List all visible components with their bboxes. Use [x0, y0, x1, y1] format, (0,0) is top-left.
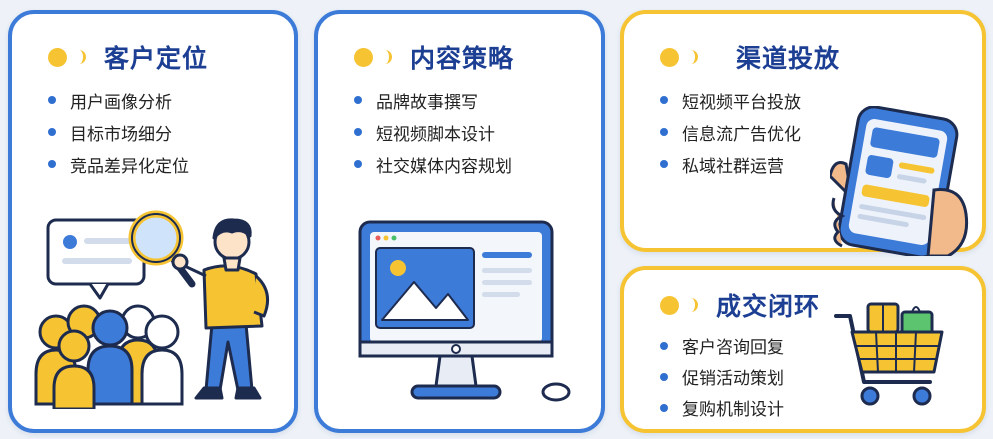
list-item: 目标市场细分	[48, 116, 189, 148]
list-item-text: 目标市场细分	[70, 124, 172, 145]
bullet-icon	[660, 341, 668, 350]
list-item: 复购机制设计	[660, 392, 784, 423]
bullet-icon	[48, 160, 56, 168]
bullet-icon	[660, 96, 668, 104]
list-item: 信息流广告优化	[660, 116, 801, 148]
list-item-text: 短视频平台投放	[682, 92, 801, 113]
list-item: 促销活动策划	[660, 361, 784, 392]
bullet-icon	[354, 128, 362, 136]
desktop-monitor-icon	[358, 220, 571, 402]
card-title: 内容策略	[410, 44, 515, 73]
list-item-text: 信息流广告优化	[682, 124, 801, 145]
title-crescent-icon	[687, 298, 698, 312]
people-with-magnifier-icon	[34, 210, 270, 409]
bullet-icon	[354, 96, 362, 104]
list-item-text: 复购机制设计	[682, 400, 784, 420]
bullet-icon	[354, 160, 362, 168]
title-crescent-icon	[381, 50, 392, 64]
item-list: 用户画像分析 目标市场细分 竞品差异化定位	[48, 84, 189, 180]
bullet-icon	[48, 128, 56, 136]
list-item: 短视频脚本设计	[354, 116, 512, 148]
list-item-text: 竞品差异化定位	[70, 156, 189, 177]
list-item-text: 品牌故事撰写	[376, 92, 478, 113]
title-crescent-icon	[687, 50, 698, 64]
card-title: 成交闭环	[716, 292, 821, 321]
title-dot-icon	[48, 47, 67, 67]
item-list: 品牌故事撰写 短视频脚本设计 社交媒体内容规划	[354, 84, 512, 180]
title-crescent-icon	[75, 50, 86, 64]
shopping-cart-icon	[834, 302, 944, 406]
list-item-text: 促销活动策划	[682, 369, 784, 389]
list-item: 客户咨询回复	[660, 330, 784, 361]
list-item: 用户画像分析	[48, 84, 189, 116]
card-header: 成交闭环	[660, 288, 820, 322]
card-header: 内容策略	[354, 40, 514, 74]
bullet-icon	[660, 372, 668, 381]
list-item-text: 客户咨询回复	[682, 338, 784, 358]
bullet-icon	[660, 403, 668, 412]
list-item-text: 短视频脚本设计	[376, 124, 495, 145]
item-list: 短视频平台投放 信息流广告优化 私域社群运营	[660, 84, 801, 180]
bullet-icon	[660, 128, 668, 136]
card-header: 客户定位	[48, 40, 208, 74]
bullet-icon	[48, 96, 56, 104]
title-dot-icon	[354, 47, 373, 67]
list-item-text: 社交媒体内容规划	[376, 156, 512, 177]
list-item-text: 用户画像分析	[70, 92, 172, 113]
card-title: 客户定位	[104, 44, 209, 73]
list-item: 竞品差异化定位	[48, 148, 189, 180]
list-item: 短视频平台投放	[660, 84, 801, 116]
card-deal-closing: 成交闭环 客户咨询回复 促销活动策划 复购机制设计	[620, 266, 986, 433]
title-dot-icon	[660, 47, 679, 67]
card-customer-positioning: 客户定位 用户画像分析 目标市场细分 竞品差异化定位	[8, 10, 298, 433]
list-item: 品牌故事撰写	[354, 84, 512, 116]
item-list: 客户咨询回复 促销活动策划 复购机制设计	[660, 330, 784, 423]
card-channel-delivery: 渠道投放 短视频平台投放 信息流广告优化 私域社群运营	[620, 10, 986, 256]
card-content-strategy: 内容策略 品牌故事撰写 短视频脚本设计 社交媒体内容规划	[314, 10, 605, 433]
bullet-icon	[660, 160, 668, 168]
title-dot-icon	[660, 295, 679, 315]
list-item-text: 私域社群运营	[682, 156, 784, 177]
card-header: 渠道投放	[660, 40, 840, 74]
smartphone-in-hand-icon	[830, 106, 969, 256]
list-item: 私域社群运营	[660, 148, 801, 180]
list-item: 社交媒体内容规划	[354, 148, 512, 180]
card-title: 渠道投放	[736, 44, 841, 73]
